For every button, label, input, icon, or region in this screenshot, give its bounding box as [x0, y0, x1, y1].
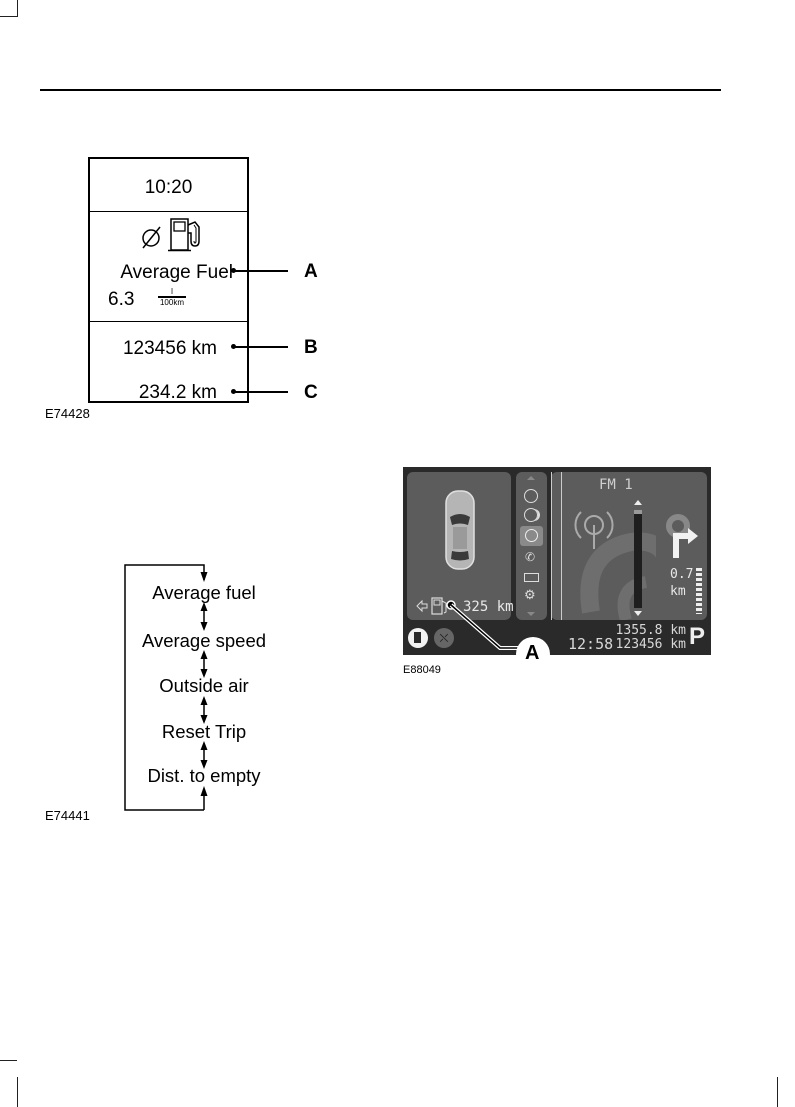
display-frame: 10:20 Average Fuel 6.3 l 100km 123456 km… — [88, 157, 249, 403]
navigation-panel: 0.7 km — [656, 472, 707, 620]
callout-leader — [234, 391, 288, 393]
crop-mark — [0, 16, 17, 17]
callout-label-b: B — [304, 337, 318, 358]
menu-item-average-speed: Average speed — [141, 630, 267, 651]
fuel-range-icon — [416, 597, 447, 615]
crop-mark — [0, 1060, 17, 1061]
volume-down-arrow[interactable] — [634, 611, 642, 616]
scroll-up-icon — [527, 476, 535, 480]
clock-time: 10:20 — [144, 177, 193, 198]
vehicle-panel: 325 km — [407, 472, 514, 620]
car-top-view-icon — [445, 490, 475, 570]
nav-distance-value: 0.7 — [670, 567, 694, 582]
phone-icon: ✆ — [525, 550, 536, 564]
gear-indicator: P — [688, 623, 705, 650]
menu-item-average-fuel: Average fuel — [152, 582, 256, 603]
crop-mark — [17, 0, 18, 17]
radio-signal-icon — [574, 511, 614, 549]
cycle-arrows — [124, 564, 208, 811]
menu-item-outside-air: Outside air — [159, 675, 249, 696]
unit-numerator: l — [171, 287, 173, 296]
scroll-down-icon — [527, 612, 535, 616]
audio-source: FM 1 — [599, 477, 633, 493]
volume-bar-fill — [634, 510, 642, 514]
callout-label-a: A — [525, 642, 540, 664]
fuel-warning-icon — [408, 628, 428, 648]
callout-dot — [231, 268, 236, 273]
cd-changer-icon — [524, 508, 538, 522]
average-fuel-value: 6.3 — [108, 289, 135, 310]
volume-bar[interactable] — [634, 510, 642, 608]
callout-leader — [446, 600, 520, 650]
callout-leader — [234, 270, 288, 272]
seatbelt-warning-icon: ⛌ — [434, 628, 454, 648]
average-fuel-label: Average Fuel — [120, 262, 233, 283]
figure-code: E88049 — [403, 664, 441, 676]
nav-progress-bar — [696, 568, 702, 614]
cd-icon — [524, 489, 538, 503]
trip-value: 1355.8 km — [615, 623, 686, 638]
header-rule — [40, 89, 721, 91]
panel-divider — [561, 472, 562, 620]
radio-icon — [520, 526, 543, 546]
trip-value: 234.2 km — [138, 382, 217, 403]
callout-leader — [234, 346, 288, 348]
settings-icon: ⚙ — [524, 587, 536, 602]
panel-divider — [551, 472, 552, 620]
divider — [90, 321, 247, 322]
odometer-value: 123456 km — [122, 338, 217, 359]
figure-code: E74428 — [45, 406, 90, 421]
clock-time: 12:58 — [568, 635, 614, 653]
nav-distance-unit: km — [670, 584, 686, 599]
callout-label-c: C — [304, 382, 318, 403]
callout-label-a: A — [304, 261, 318, 282]
fraction-bar — [158, 296, 186, 298]
display-screen: 325 km ✆ ⚙ FM 1 — [403, 467, 711, 655]
crop-mark — [17, 1077, 18, 1107]
odometer-value: 123456 km — [615, 637, 686, 652]
average-symbol-icon — [142, 226, 161, 249]
divider — [90, 211, 247, 212]
callout-dot — [231, 389, 236, 394]
volume-up-arrow[interactable] — [634, 500, 642, 505]
menu-item-reset-trip: Reset Trip — [161, 721, 247, 742]
card-icon — [524, 573, 539, 582]
turn-right-roundabout-icon — [666, 514, 698, 558]
unit-denominator: 100km — [159, 297, 184, 307]
callout-badge — [516, 637, 550, 671]
fuel-pump-icon — [168, 218, 200, 252]
callout-dot — [231, 344, 236, 349]
menu-strip: ✆ ⚙ — [516, 472, 547, 620]
crop-mark — [777, 1077, 778, 1107]
fuel-unit: l 100km — [158, 287, 186, 307]
menu-item-dist-to-empty: Dist. to empty — [147, 765, 261, 786]
figure-code: E74441 — [45, 808, 90, 823]
fuel-range-value: 325 km — [463, 599, 514, 615]
